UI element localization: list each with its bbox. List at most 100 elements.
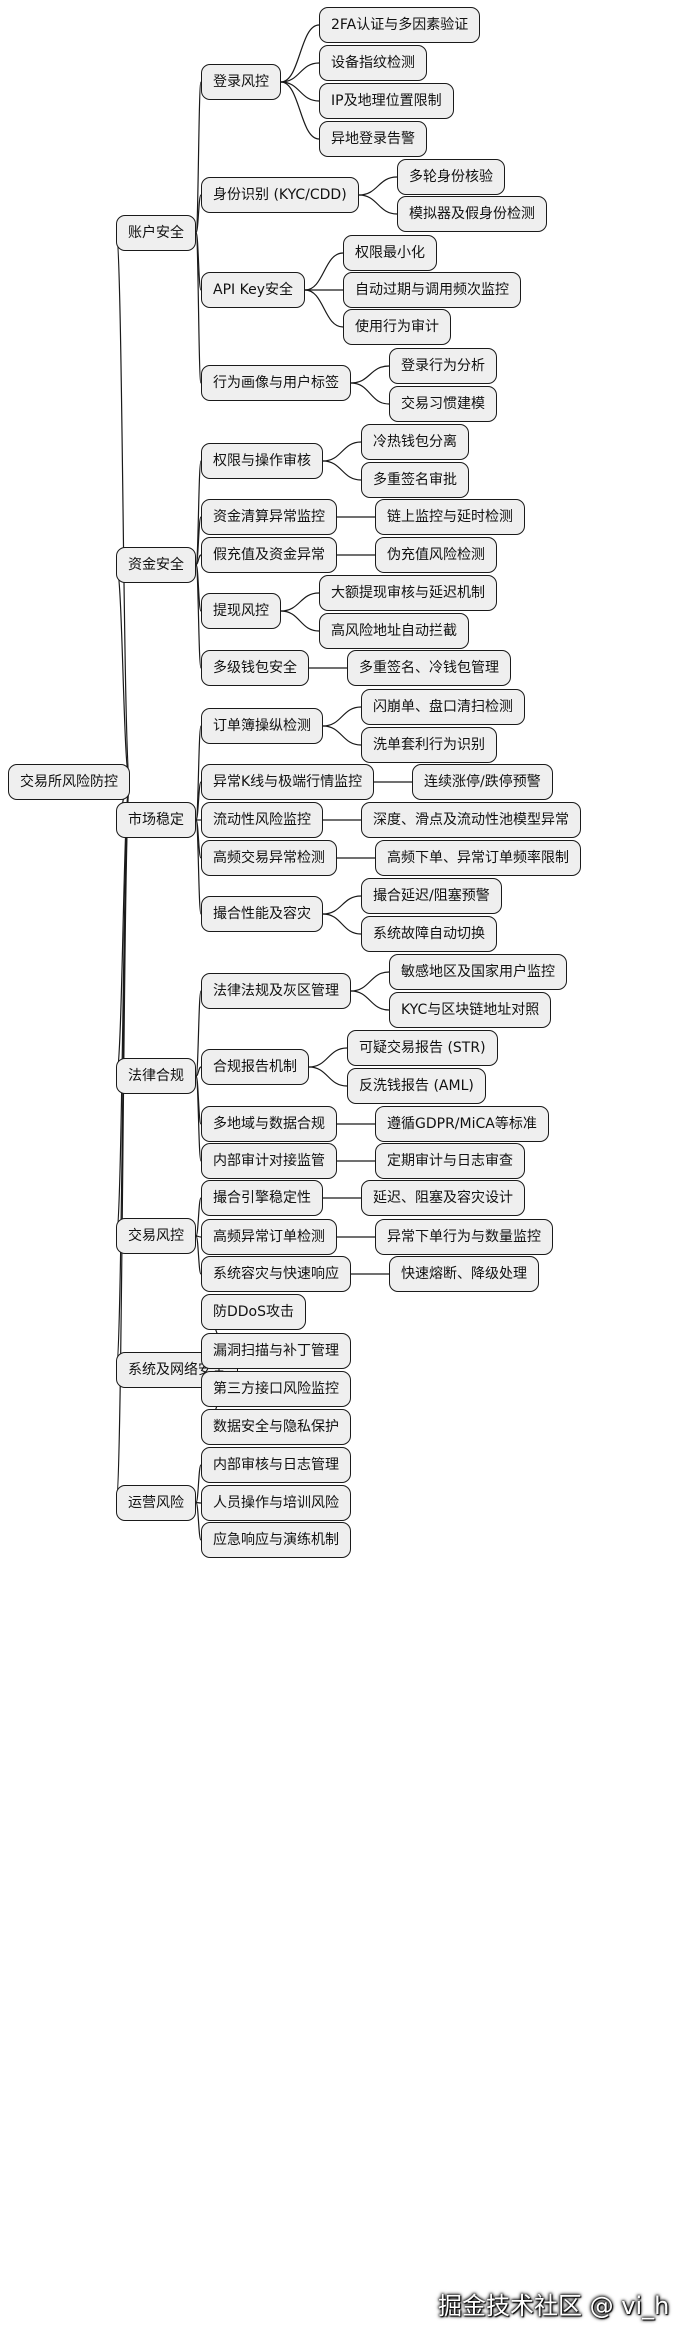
connector-branch-topic (195, 1066, 202, 1077)
topic-node: API Key安全 (201, 272, 305, 308)
leaf-node: 多重签名、冷钱包管理 (347, 650, 511, 686)
topic-node: 行为画像与用户标签 (201, 365, 351, 401)
topic-node: 权限与操作审核 (201, 443, 323, 479)
topic-node: 流动性风险监控 (201, 802, 323, 838)
connector-topic-leaf (322, 725, 362, 746)
leaf-node: 延迟、阻塞及容灾设计 (361, 1180, 525, 1216)
topic-node: 提现风控 (201, 593, 281, 629)
connector-topic-leaf (322, 706, 362, 727)
topic-node: 内部审核与日志管理 (201, 1447, 351, 1483)
connector-topic-leaf (350, 990, 390, 1011)
leaf-node: 定期审计与日志审查 (375, 1143, 525, 1179)
topic-node: 应急响应与演练机制 (201, 1522, 351, 1558)
topic-node: 登录风控 (201, 64, 281, 100)
leaf-node: IP及地理位置限制 (319, 83, 454, 119)
connector-topic-leaf (322, 895, 362, 915)
branch-node: 资金安全 (116, 546, 196, 583)
leaf-node: 大额提现审核与延迟机制 (319, 575, 497, 611)
connector-branch-topic (195, 516, 202, 566)
connector-branch-topic (195, 1501, 202, 1541)
connector-topic-leaf (322, 441, 362, 462)
leaf-node: 系统故障自动切换 (361, 916, 497, 952)
connector-root-branch (115, 231, 131, 783)
topic-node: 多地域与数据合规 (201, 1106, 337, 1142)
leaf-node: 洗单套利行为识别 (361, 727, 497, 763)
leaf-node: 撮合延迟/阻塞预警 (361, 878, 502, 914)
leaf-node: 2FA认证与多因素验证 (319, 7, 481, 43)
topic-node: 撮合性能及容灾 (201, 896, 323, 932)
connector-topic-leaf (280, 81, 320, 102)
leaf-node: 交易习惯建模 (389, 386, 497, 422)
connector-branch-topic (195, 231, 202, 384)
leaf-node: 模拟器及假身份检测 (397, 196, 547, 232)
topic-node: 防DDoS攻击 (201, 1294, 307, 1330)
connector-branch-topic (195, 781, 202, 821)
topic-node: 多级钱包安全 (201, 650, 309, 686)
leaf-node: 设备指纹检测 (319, 45, 427, 81)
connector-branch-topic (195, 1235, 202, 1275)
leaf-node: 敏感地区及国家用户监控 (389, 954, 567, 990)
connector-branch-topic (195, 1464, 202, 1504)
topic-node: 合规报告机制 (201, 1049, 309, 1085)
connector-branch-topic (195, 1075, 202, 1162)
connector-topic-leaf (308, 1066, 348, 1087)
topic-node: 高频交易异常检测 (201, 840, 337, 876)
leaf-node: 自动过期与调用频次监控 (343, 272, 521, 308)
connector-topic-leaf (350, 971, 390, 992)
leaf-node: 伪充值风险检测 (375, 537, 497, 573)
branch-node: 账户安全 (116, 214, 196, 251)
leaf-node: 深度、滑点及流动性池模型异常 (361, 802, 581, 838)
connector-branch-topic (195, 990, 202, 1077)
leaf-node: 可疑交易报告 (STR) (347, 1030, 498, 1066)
connector-branch-topic (195, 819, 202, 915)
leaf-node: 高风险地址自动拦截 (319, 613, 469, 649)
connector-topic-leaf (322, 913, 362, 935)
topic-node: 人员操作与培训风险 (201, 1485, 351, 1521)
branch-node: 法律合规 (116, 1058, 196, 1094)
topic-node: 撮合引擎稳定性 (201, 1180, 323, 1216)
connector-branch-topic (195, 81, 202, 234)
topic-node: 高频异常订单检测 (201, 1219, 337, 1255)
watermark: 掘金技术社区 @ vi_h (438, 2292, 670, 2320)
leaf-node: 闪崩单、盘口清扫检测 (361, 689, 525, 725)
topic-node: 假充值及资金异常 (201, 537, 337, 573)
leaf-node: 多轮身份核验 (397, 159, 505, 195)
topic-node: 内部审计对接监管 (201, 1143, 337, 1179)
connector-topic-leaf (304, 252, 344, 291)
topic-node: 漏洞扫描与补丁管理 (201, 1333, 351, 1369)
connector-root-branch (115, 781, 131, 1504)
leaf-node: 使用行为审计 (343, 309, 451, 345)
topic-node: 法律法规及灰区管理 (201, 973, 351, 1009)
connector-branch-topic (195, 1197, 202, 1237)
connector-branch-topic (195, 554, 202, 566)
connector-topic-leaf (350, 365, 390, 384)
connector-topic-leaf (350, 382, 390, 405)
connector-topic-leaf (280, 610, 320, 632)
topic-node: 身份识别 (KYC/CDD) (201, 177, 359, 213)
connector-topic-leaf (304, 289, 344, 328)
leaf-node: 反洗钱报告 (AML) (347, 1068, 486, 1104)
connector-topic-leaf (322, 460, 362, 481)
leaf-node: 权限最小化 (343, 235, 437, 271)
leaf-node: 遵循GDPR/MiCA等标准 (375, 1106, 549, 1142)
topic-node: 资金清算异常监控 (201, 499, 337, 535)
branch-node: 交易风控 (116, 1218, 196, 1254)
topic-node: 异常K线与极端行情监控 (201, 764, 375, 800)
root-node: 交易所风险防控 (8, 764, 130, 800)
leaf-node: 异地登录告警 (319, 121, 427, 157)
connector-branch-topic (195, 194, 202, 234)
connector-topic-leaf (280, 81, 320, 140)
connector-topic-leaf (308, 1047, 348, 1068)
connector-topic-leaf (280, 24, 320, 83)
connector-topic-leaf (280, 62, 320, 83)
leaf-node: 链上监控与延时检测 (375, 499, 525, 535)
connector-topic-leaf (358, 176, 398, 196)
leaf-node: 快速熔断、降级处理 (389, 1256, 539, 1292)
leaf-node: 冷热钱包分离 (361, 424, 469, 460)
leaf-node: 连续涨停/跌停预警 (412, 764, 553, 800)
leaf-node: 多重签名审批 (361, 462, 469, 498)
topic-node: 数据安全与隐私保护 (201, 1409, 351, 1445)
topic-node: 系统容灾与快速响应 (201, 1256, 351, 1292)
